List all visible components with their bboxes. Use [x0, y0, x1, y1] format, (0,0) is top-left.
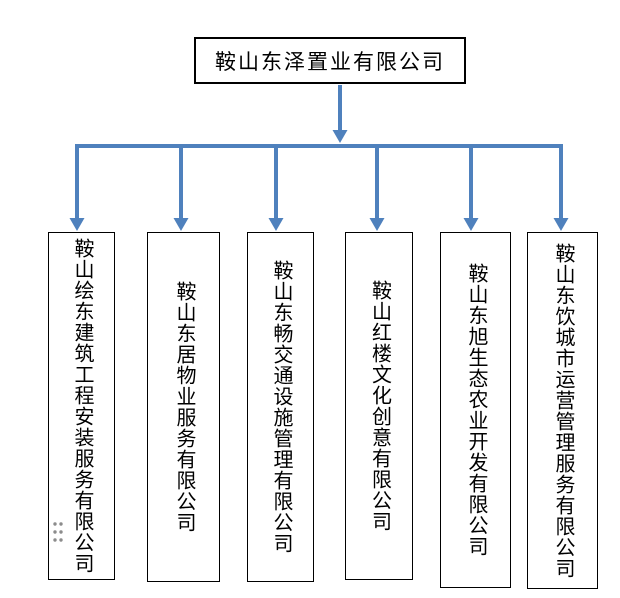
arrow-down-icon — [369, 218, 385, 231]
org-child-label: 鞍山东旭生态农业开发有限公司 — [465, 263, 487, 557]
org-child-label: 鞍山绘东建筑工程安装服务有限公司 — [71, 238, 93, 574]
arrow-down-icon — [268, 218, 284, 231]
arrow-down-icon — [553, 218, 569, 231]
org-child-label: 鞍山东饮城市运营管理服务有限公司 — [552, 242, 574, 579]
org-child-label: 鞍山东畅交通设施管理有限公司 — [270, 260, 292, 554]
org-root-label: 鞍山东泽置业有限公司 — [215, 50, 445, 74]
org-child-box-city-operation: 鞍山东饮城市运营管理服务有限公司 — [527, 232, 598, 589]
org-child-box-property: 鞍山东居物业服务有限公司 — [147, 232, 220, 582]
org-child-box-agriculture: 鞍山东旭生态农业开发有限公司 — [440, 232, 511, 588]
drag-anchor-dots-icon — [53, 522, 63, 542]
org-child-label: 鞍山东居物业服务有限公司 — [173, 281, 195, 533]
connector-arrowheads — [69, 130, 569, 231]
org-root-box: 鞍山东泽置业有限公司 — [194, 37, 466, 84]
arrow-down-icon — [69, 218, 85, 231]
arrow-down-icon — [173, 218, 189, 231]
connector-strokes — [75, 85, 563, 219]
org-child-box-construction: 鞍山绘东建筑工程安装服务有限公司 — [48, 232, 115, 580]
arrow-down-icon — [332, 130, 348, 143]
org-child-box-culture: 鞍山红楼文化创意有限公司 — [345, 232, 413, 580]
arrow-down-icon — [463, 218, 479, 231]
org-child-box-traffic: 鞍山东畅交通设施管理有限公司 — [247, 232, 314, 582]
org-child-label: 鞍山红楼文化创意有限公司 — [368, 280, 391, 532]
